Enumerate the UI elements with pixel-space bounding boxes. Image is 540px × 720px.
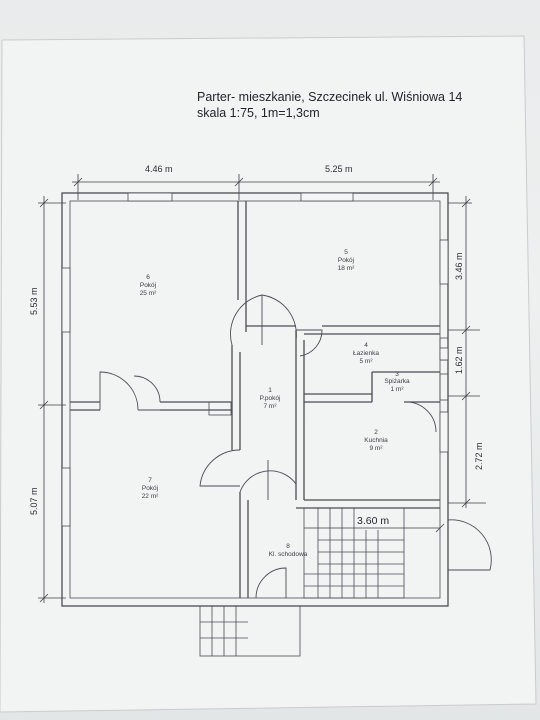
room-label-4: 4 Łazienka 5 m² bbox=[353, 342, 379, 365]
room-label-8: 8 Kl. schodowa bbox=[269, 543, 308, 558]
dim-right-lower: 2.72 m bbox=[474, 442, 484, 470]
plan-scale: skala 1:75, 1m=1,3cm bbox=[197, 106, 320, 120]
room-area: 18 m² bbox=[338, 265, 355, 272]
room-name: Pokój bbox=[142, 485, 158, 492]
room-number: 8 bbox=[286, 543, 290, 550]
room-label-5: 5 Pokój 18 m² bbox=[338, 249, 355, 272]
room-label-1: 1 P.pokój 7 m² bbox=[260, 387, 281, 410]
dim-right-middle: 1.62 m bbox=[454, 346, 464, 374]
room-name: Spiżarka bbox=[384, 378, 410, 385]
room-name: Pokój bbox=[140, 282, 156, 289]
room-name: P.pokój bbox=[260, 395, 281, 402]
room-number: 7 bbox=[148, 477, 152, 484]
entrance-steps bbox=[199, 605, 301, 657]
room-number: 2 bbox=[374, 429, 378, 436]
dimension-lines bbox=[38, 174, 486, 603]
dim-left-lower: 5.07 m bbox=[29, 487, 39, 515]
interior-stairs bbox=[303, 507, 405, 599]
room-number: 4 bbox=[364, 342, 368, 349]
room-label-7: 7 Pokój 22 m² bbox=[142, 477, 159, 500]
room-name: Łazienka bbox=[353, 350, 379, 357]
room-number: 1 bbox=[268, 387, 272, 394]
paper-sheet bbox=[0, 35, 537, 713]
room-number: 3 bbox=[395, 371, 399, 378]
dim-left-upper: 5.53 m bbox=[29, 287, 39, 315]
dim-stair-width: 3.60 m bbox=[357, 515, 389, 527]
plan-title: Parter- mieszkanie, Szczecinek ul. Wiśni… bbox=[197, 90, 462, 104]
room-name: Pokój bbox=[338, 257, 354, 264]
room-label-3: 3 Spiżarka 1 m² bbox=[384, 371, 410, 393]
room-area: 25 m² bbox=[140, 290, 157, 297]
room-number: 6 bbox=[146, 274, 150, 281]
room-area: 1 m² bbox=[391, 386, 405, 393]
room-label-6: 6 Pokój 25 m² bbox=[140, 274, 157, 297]
room-area: 9 m² bbox=[370, 445, 384, 452]
dim-top-left: 4.46 m bbox=[145, 164, 173, 174]
room-area: 22 m² bbox=[142, 493, 159, 500]
doors bbox=[99, 294, 492, 599]
room-name: Kuchnia bbox=[364, 437, 388, 444]
dim-right-upper: 3.46 m bbox=[454, 252, 464, 280]
room-area: 5 m² bbox=[360, 358, 374, 365]
windows bbox=[61, 192, 449, 527]
dim-top-right: 5.25 m bbox=[325, 164, 353, 174]
room-number: 5 bbox=[344, 249, 348, 256]
room-area: 7 m² bbox=[264, 403, 278, 410]
room-name: Kl. schodowa bbox=[269, 551, 308, 558]
room-label-2: 2 Kuchnia 9 m² bbox=[364, 429, 388, 452]
